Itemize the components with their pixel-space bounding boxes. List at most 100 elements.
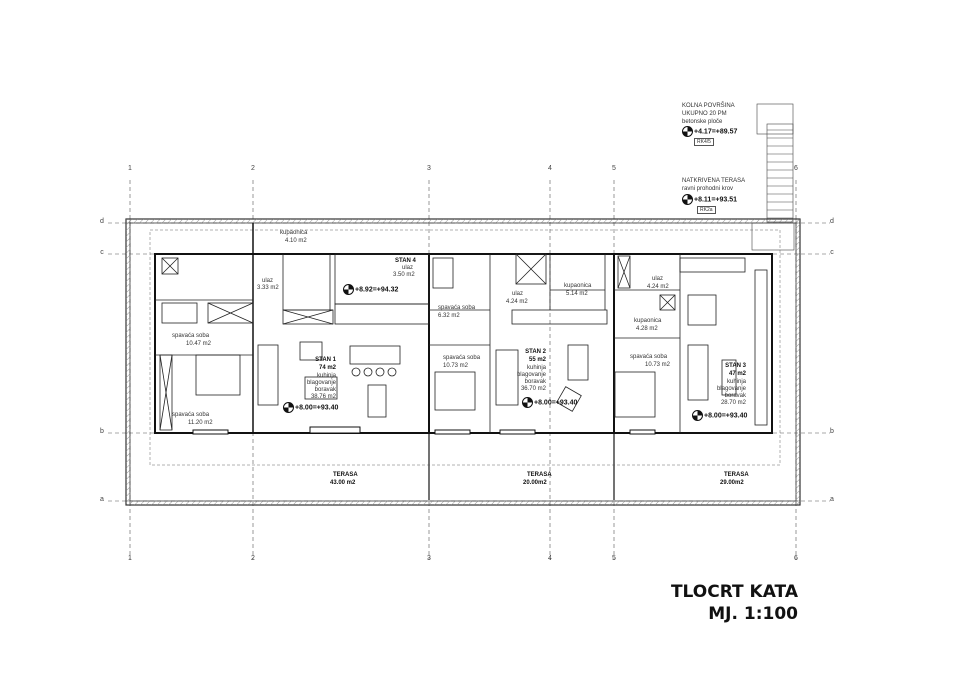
stan3-label: STAN 3 xyxy=(725,363,746,369)
stan2-bed1-area: 6.32 m2 xyxy=(438,313,460,319)
stan2-label: STAN 2 xyxy=(525,349,546,355)
grid-col-2-top: 2 xyxy=(251,165,255,172)
parking-elevation-value: +4.17=+89.57 xyxy=(694,128,738,136)
grid-row-b-left: b xyxy=(100,428,104,435)
stan1-entry-area: 3.33 m2 xyxy=(257,285,279,291)
elevation-marker-icon xyxy=(692,410,703,421)
stan2-living-2: blagovanje xyxy=(516,372,546,378)
grid-col-4-top: 4 xyxy=(548,165,552,172)
stan1-living-3: boravak xyxy=(314,387,336,393)
stan4-elevation: +8.92=+94.32 xyxy=(343,284,398,295)
grid-row-c-right: c xyxy=(830,249,834,256)
parking-line2: UKUPNO 20 PM xyxy=(682,111,727,117)
terrace-3-area: 29.00m2 xyxy=(720,480,744,486)
parking-tag: RK4/5 xyxy=(694,138,714,146)
stan2-elevation-value: +8.00=+93.40 xyxy=(534,399,578,407)
covered-terrace-line2: ravni prohodni krov xyxy=(682,186,734,192)
covered-terrace-elevation: +8.11=+93.51 xyxy=(682,194,737,205)
stan2-bed2-name: spavaća soba xyxy=(443,355,481,361)
stan3-elevation: +8.00=+93.40 xyxy=(692,410,747,421)
stan3-elevation-value: +8.00=+93.40 xyxy=(704,412,748,420)
outer-slab xyxy=(125,218,801,506)
stan1-living-area: 38.76 m2 xyxy=(310,394,336,400)
grid-col-1-top: 1 xyxy=(128,165,132,172)
stan2-entry-name: ulaz xyxy=(512,291,524,297)
grid-col-5-top: 5 xyxy=(612,165,616,172)
covered-terrace-elevation-value: +8.11=+93.51 xyxy=(694,196,738,204)
elevation-marker-icon xyxy=(682,194,693,205)
stan3-bed1-name: spavaća soba xyxy=(630,354,668,360)
stan2-area: 55 m2 xyxy=(528,357,546,363)
stan3-entry-name: ulaz xyxy=(652,276,664,282)
elevation-marker-icon xyxy=(682,126,693,137)
building-walls xyxy=(154,223,773,434)
grid-col-3-top: 3 xyxy=(427,165,431,172)
stan4-entry-name: ulaz xyxy=(402,265,414,271)
stan1-interior xyxy=(155,253,430,431)
stan1-bed2-name: spavaća soba xyxy=(172,412,210,418)
stan1-entry-name: ulaz xyxy=(262,278,274,284)
grid-row-d-left: d xyxy=(100,218,104,225)
stan1-label: STAN 1 xyxy=(315,357,336,363)
stan2-elevation: +8.00=+93.40 xyxy=(522,397,577,408)
stan1-living-1: kuhinja xyxy=(316,373,336,379)
grid-col-5-bottom: 5 xyxy=(612,555,616,562)
grid-row-c-left: c xyxy=(100,249,104,256)
covered-terrace-title: NATKRIVENA TERASA xyxy=(682,178,746,184)
terrace-3-name: TERASA xyxy=(724,472,749,478)
terrace-2-area: 20.00m2 xyxy=(523,480,547,486)
parking-line3: betonske ploče xyxy=(682,119,723,125)
stan2-living-3: boravak xyxy=(524,379,546,385)
stan3-living-1: kuhinja xyxy=(726,379,746,385)
grid-col-6-bottom: 6 xyxy=(794,555,798,562)
exterior-stair xyxy=(751,103,795,251)
stan2-bed2-area: 10.73 m2 xyxy=(443,363,469,369)
grid-col-1-bottom: 1 xyxy=(128,555,132,562)
stan3-living-2: blagovanje xyxy=(716,386,746,392)
stan3-living-area: 28.70 m2 xyxy=(720,400,746,406)
covered-terrace-tag: RK2a xyxy=(697,206,716,214)
elevation-marker-icon xyxy=(283,402,294,413)
stan4-entry-area: 3.50 m2 xyxy=(393,272,415,278)
grid-row-a-left: a xyxy=(100,496,104,503)
stan1-bed1-name: spavaća soba xyxy=(172,333,210,339)
stan1-bed1-area: 10.47 m2 xyxy=(186,341,212,347)
stan2-bath-name: kupaonica xyxy=(564,283,592,289)
stan3-bath-area: 4.28 m2 xyxy=(636,326,658,332)
stan1-elevation-value: +8.00=+93.40 xyxy=(295,404,339,412)
terrace-1-area: 43.00 m2 xyxy=(330,480,356,486)
stan2-bath-area: 5.14 m2 xyxy=(566,291,588,297)
grid-row-b-right: b xyxy=(830,428,834,435)
stan1-living-2: blagovanje xyxy=(306,380,336,386)
stan2-entry-area: 4.24 m2 xyxy=(506,299,528,305)
stan1-bed2-area: 11.20 m2 xyxy=(188,420,213,426)
parking-elevation: +4.17=+89.57 xyxy=(682,126,737,137)
top-bath-name: kupaonica xyxy=(280,230,308,236)
grid-row-d-right: d xyxy=(830,218,834,225)
stan2-living-area: 36.70 m2 xyxy=(520,386,546,392)
stan4-label: STAN 4 xyxy=(395,258,416,264)
grid-row-a-right: a xyxy=(830,496,834,503)
terrace-outline xyxy=(149,229,781,466)
terrace-1-name: TERASA xyxy=(333,472,358,478)
grid-col-2-bottom: 2 xyxy=(251,555,255,562)
stan3-living-3: boravak xyxy=(724,393,746,399)
terrace-2-name: TERASA xyxy=(527,472,552,478)
stan2-interior xyxy=(429,253,608,433)
stan3-area: 47 m2 xyxy=(728,371,746,377)
elevation-marker-icon xyxy=(343,284,354,295)
drawing-title: TLOCRT KATA xyxy=(670,582,798,602)
elevation-marker-icon xyxy=(522,397,533,408)
stan1-elevation: +8.00=+93.40 xyxy=(283,402,338,413)
grid-col-6-top: 6 xyxy=(794,165,798,172)
stan4-elevation-value: +8.92=+94.32 xyxy=(355,286,399,294)
stan2-bed1-name: spavaća soba xyxy=(438,305,476,311)
drawing-scale: MJ. 1:100 xyxy=(708,604,798,624)
stan3-interior xyxy=(614,254,768,433)
stan3-entry-area: 4.24 m2 xyxy=(647,284,669,290)
stan2-living-1: kuhinja xyxy=(526,365,546,371)
stan3-bath-name: kupaonica xyxy=(634,318,662,324)
top-bath-area: 4.10 m2 xyxy=(285,238,307,244)
stan1-area: 74 m2 xyxy=(318,365,336,371)
